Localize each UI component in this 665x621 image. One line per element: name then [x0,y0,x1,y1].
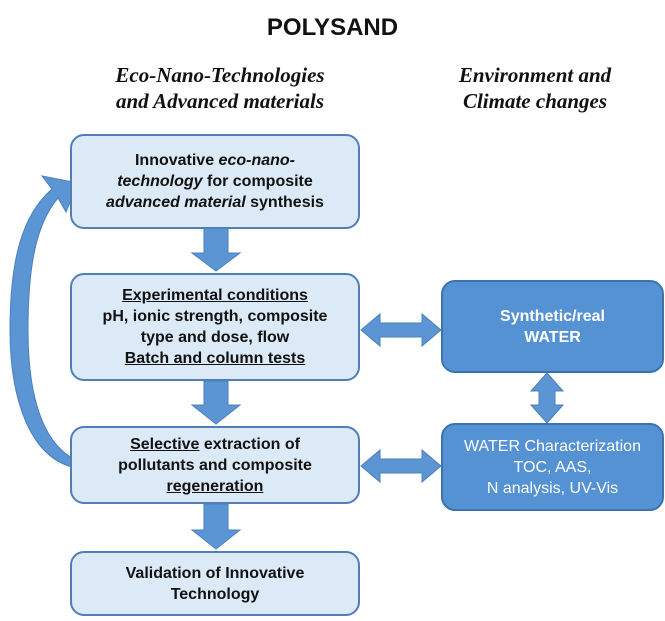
selective-extraction-box: Selective extraction of pollutants and c… [70,426,360,504]
validation-box: Validation of Innovative Technology [70,551,360,616]
right-column-heading: Environment and Climate changes [420,62,650,114]
synthesis-advanced-material-term: advanced material [106,194,246,211]
characterization-line: TOC, AAS, [513,458,592,476]
validation-line: Validation of Innovative [125,564,305,582]
validation-line: Technology [170,585,260,603]
synthesis-technology-term: technology [117,173,203,190]
feedback-curved-arrow [9,175,79,468]
regeneration-term: regeneration [166,477,264,495]
right-column-heading-line-2: Climate changes [462,89,608,113]
extraction-text: extraction of [199,435,300,453]
water-line: Synthetic/real [500,307,605,325]
characterization-line: N analysis, UV-Vis [486,479,619,497]
arrow-extraction-characterization [360,448,442,484]
water-characterization-box: WATER Characterization TOC, AAS, N analy… [441,423,664,511]
right-column-heading-line-1: Environment and [458,63,612,87]
synthetic-real-water-box: Synthetic/real WATER [441,280,664,373]
arrow-water-characterization [529,372,565,424]
extraction-text: pollutants and composite [118,456,312,474]
synthesis-text: synthesis [245,194,324,211]
left-column-heading: Eco-Nano-Technologies and Advanced mater… [90,62,350,114]
synthesis-text: for composite [202,173,313,190]
diagram-title: POLYSAND [266,14,399,41]
experimental-conditions-box: Experimental conditions pH, ionic streng… [70,273,360,381]
arrow-synthesis-to-experimental [190,227,242,272]
arrow-experimental-to-extraction [190,380,242,425]
left-column-heading-line-1: Eco-Nano-Technologies [115,63,325,87]
experimental-conditions-heading: Experimental conditions [122,287,308,304]
experimental-conditions-line: pH, ionic strength, composite [102,308,328,325]
synthesis-box: Innovative eco-nano- technology for comp… [70,134,360,229]
water-line: WATER [524,328,581,346]
left-column-heading-line-2: and Advanced materials [115,89,325,113]
synthesis-eco-nano-term: eco-nano- [218,152,295,169]
batch-column-tests-label: Batch and column tests [124,350,306,367]
synthesis-text: Innovative [134,152,219,169]
experimental-conditions-line: type and dose, flow [140,329,290,346]
arrow-experimental-water [360,312,442,348]
characterization-line: WATER Characterization [464,437,641,455]
selective-term: Selective [130,435,200,453]
arrow-extraction-to-validation [190,503,242,550]
